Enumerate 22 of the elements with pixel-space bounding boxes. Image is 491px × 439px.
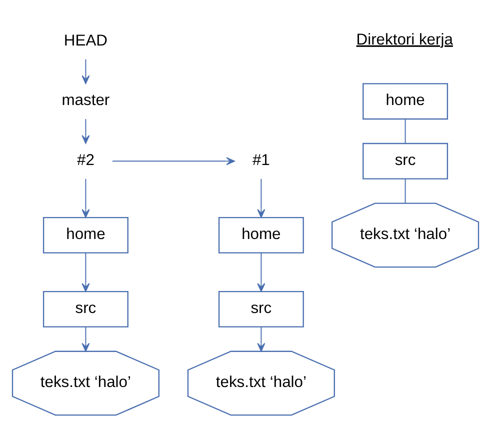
arrow [257, 178, 266, 218]
label: Direktori kerja [356, 31, 453, 48]
node-box: src [42, 290, 128, 328]
node-box: home [362, 83, 448, 120]
arrow [82, 58, 90, 84]
arrow [82, 178, 90, 218]
connector [404, 178, 406, 204]
node-text: master [62, 92, 110, 110]
arrow [112, 157, 235, 166]
node-box: src [218, 290, 304, 328]
node-box: home [42, 216, 128, 254]
node-text: #1 [252, 152, 270, 169]
arrow [82, 252, 90, 292]
arrow [82, 118, 90, 144]
arrow [257, 326, 266, 352]
node-text: #2 [76, 152, 94, 169]
node-box: src [362, 142, 448, 180]
node-box: home [218, 216, 304, 254]
connector [404, 118, 406, 144]
node-text: HEAD [64, 32, 108, 50]
arrow [82, 326, 90, 352]
arrow [257, 252, 266, 292]
